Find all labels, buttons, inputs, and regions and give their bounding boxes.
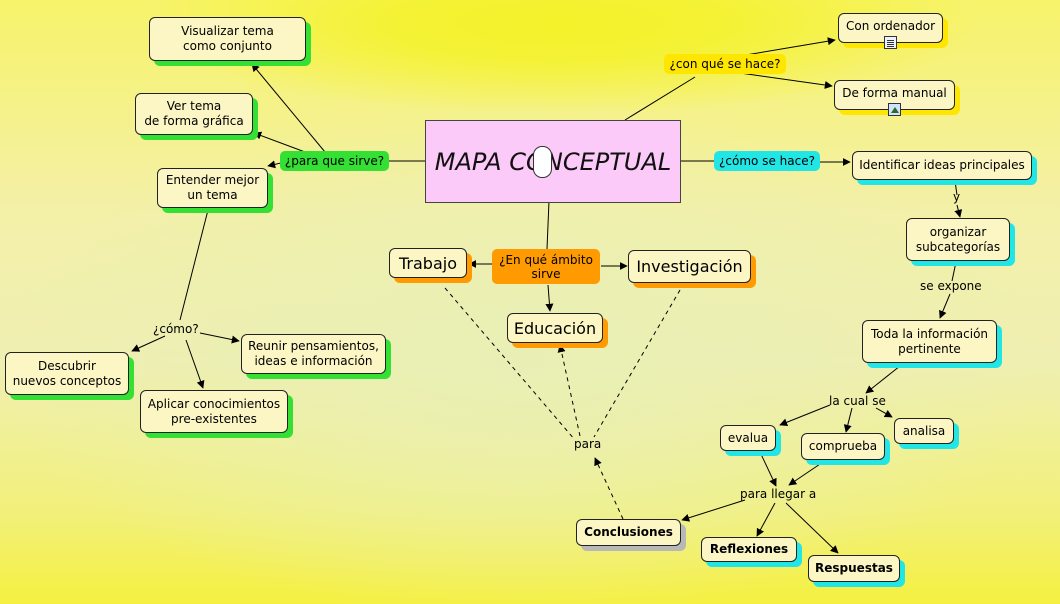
link-label: ¿para que sirve? (284, 154, 385, 168)
node-investigacion[interactable]: Investigación (628, 250, 751, 283)
connector-line (546, 200, 550, 250)
node-descubrir[interactable]: Descubrir nuevos conceptos (5, 352, 129, 395)
node-label: Investigación (636, 257, 743, 276)
document-icon[interactable] (884, 36, 897, 49)
node-organizar[interactable]: organizar subcategorías (906, 218, 1010, 261)
node-trabajo[interactable]: Trabajo (389, 248, 467, 278)
node-reflexiones[interactable]: Reflexiones (701, 537, 797, 562)
image-icon[interactable] (888, 103, 901, 116)
connector-line (739, 37, 836, 57)
link-label: ¿En qué ámbito sirve (499, 252, 593, 281)
connector-line (185, 339, 205, 389)
node-label: Conclusiones (584, 525, 673, 539)
link-label: ¿cómo se hace? (719, 154, 815, 168)
connector-line (756, 502, 776, 537)
node-respuestas[interactable]: Respuestas (808, 555, 900, 582)
node-label: Entender mejor un tema (165, 173, 260, 202)
connector-line (253, 131, 306, 153)
link-para-que-sirve[interactable]: ¿para que sirve? (280, 151, 389, 171)
node-label: analisa (902, 423, 946, 438)
central-concept-title: MAPA CONCEPTUAL (434, 147, 672, 176)
connector-line (951, 261, 957, 282)
central-concept-node[interactable]: MAPA CONCEPTUAL (425, 120, 681, 203)
link-como[interactable]: ¿cómo? (153, 322, 199, 336)
node-comprueba[interactable]: comprueba (801, 433, 885, 460)
connector-line (681, 499, 746, 522)
dashed-connector (594, 457, 624, 520)
connector-line (759, 451, 777, 487)
connector-line (865, 365, 901, 394)
node-educacion[interactable]: Educación (507, 313, 603, 343)
node-label: Visualizar tema como conjunto (181, 24, 274, 53)
node-label: De forma manual (842, 86, 947, 100)
connector-line (251, 63, 326, 153)
node-label: Reunir pensamientos, ideas e información (248, 339, 379, 368)
node-label: organizar subcategorías (915, 224, 1001, 254)
link-y[interactable]: y (953, 190, 961, 204)
connector-line (545, 284, 554, 312)
connector-line (779, 404, 831, 427)
dashed-connector (557, 344, 581, 437)
node-evalua[interactable]: evalua (720, 425, 776, 451)
connector-line (954, 204, 963, 218)
node-label: Respuestas (815, 561, 893, 575)
node-label: Identificar ideas principales (859, 158, 1025, 172)
node-forma-manual[interactable]: De forma manual (834, 80, 955, 110)
node-label: evalua (727, 430, 769, 445)
link-para[interactable]: para (574, 437, 602, 451)
connector-line (954, 180, 958, 196)
node-visualizar-tema[interactable]: Visualizar tema como conjunto (149, 17, 306, 61)
node-label: Educación (513, 318, 597, 338)
link-se-expone[interactable]: se expone (920, 279, 982, 293)
connector-line (199, 332, 240, 344)
dashed-connector (444, 287, 576, 441)
node-label: Descubrir nuevos conceptos (12, 358, 122, 388)
node-analisa[interactable]: analisa (894, 418, 954, 444)
connector-line (179, 209, 209, 321)
node-reunir[interactable]: Reunir pensamientos, ideas e información (241, 334, 386, 374)
node-toda-informacion[interactable]: Toda la información pertinente (862, 320, 997, 363)
node-identificar[interactable]: Identificar ideas principales (852, 151, 1032, 180)
node-label: Trabajo (399, 253, 457, 273)
connector-line (875, 407, 893, 418)
connector-line (131, 335, 166, 352)
node-label: comprueba (808, 439, 878, 453)
node-label: Ver tema de forma gráfica (144, 99, 244, 128)
link-en-que-ambito[interactable]: ¿En qué ámbito sirve (492, 249, 600, 284)
resize-handle[interactable] (533, 146, 552, 178)
connector-line (843, 407, 853, 433)
link-label: ¿con qué se hace? (669, 57, 781, 71)
link-con-que-se-hace[interactable]: ¿con qué se hace? (664, 54, 786, 74)
node-label: Reflexiones (709, 542, 789, 556)
dashed-connector (593, 289, 681, 438)
connector-line (788, 459, 827, 486)
node-label: Toda la información pertinente (870, 326, 989, 356)
node-aplicar[interactable]: Aplicar conocimientos pre-existentes (140, 390, 288, 433)
node-entender-mejor[interactable]: Entender mejor un tema (157, 168, 268, 208)
link-como-se-hace[interactable]: ¿cómo se hace? (714, 151, 820, 171)
link-para-llegar-a[interactable]: para llegar a (740, 487, 817, 501)
node-label: Aplicar conocimientos pre-existentes (147, 396, 281, 426)
node-label: Con ordenador (845, 19, 936, 33)
connector-line (785, 502, 839, 554)
node-ver-tema[interactable]: Ver tema de forma gráfica (135, 93, 253, 135)
node-conclusiones[interactable]: Conclusiones (576, 519, 681, 546)
connector-line (939, 293, 951, 319)
connector-line (739, 72, 833, 89)
connector-line (624, 76, 696, 121)
link-la-cual-se[interactable]: la cual se (829, 394, 886, 408)
